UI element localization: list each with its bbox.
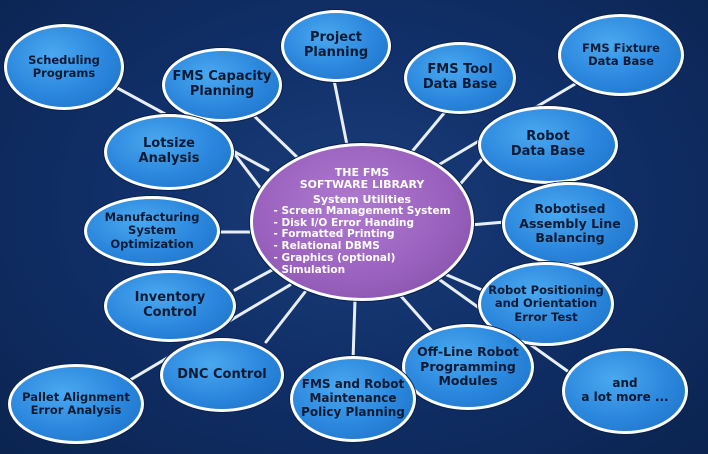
connector-maintenance bbox=[351, 298, 357, 362]
hub-utility-list: Screen Management System Disk I/O Error … bbox=[273, 205, 450, 277]
hub-utility-item: Screen Management System bbox=[273, 205, 450, 218]
hub-utility-item: Relational DBMS bbox=[273, 240, 450, 253]
module-label: FMS and Robot Maintenance Policy Plannin… bbox=[301, 377, 405, 419]
module-label: Robot Data Base bbox=[510, 129, 586, 159]
module-label: Robot Positioning and Orientation Error … bbox=[488, 283, 604, 324]
module-scheduling-programs[interactable]: Scheduling Programs bbox=[4, 24, 124, 110]
module-robot-database[interactable]: Robot Data Base bbox=[478, 106, 618, 184]
module-label: DNC Control bbox=[177, 366, 267, 382]
module-label: Manufacturing System Optimization bbox=[104, 210, 200, 251]
connector-inventory bbox=[233, 268, 274, 292]
module-label: Project Planning bbox=[303, 30, 369, 60]
module-pallet-alignment-error-analysis[interactable]: Pallet Alignment Error Analysis bbox=[8, 364, 144, 444]
module-robotised-assembly-line-balancing[interactable]: Robotised Assembly Line Balancing bbox=[502, 182, 638, 266]
module-inventory-control[interactable]: Inventory Control bbox=[104, 270, 236, 342]
module-project-planning[interactable]: Project Planning bbox=[281, 10, 391, 82]
module-label: Off-Line Robot Programming Modules bbox=[417, 344, 519, 389]
module-and-a-lot-more[interactable]: and a lot more ... bbox=[562, 348, 688, 434]
module-fms-robot-maintenance-policy[interactable]: FMS and Robot Maintenance Policy Plannin… bbox=[290, 356, 416, 442]
hub-subtitle: System Utilities bbox=[312, 192, 412, 206]
module-label: Lotsize Analysis bbox=[138, 136, 200, 166]
hub-utility-item: Simulation bbox=[273, 264, 450, 277]
module-dnc-control[interactable]: DNC Control bbox=[160, 338, 284, 412]
module-label: Pallet Alignment Error Analysis bbox=[22, 389, 130, 417]
module-lotsize-analysis[interactable]: Lotsize Analysis bbox=[104, 114, 234, 190]
module-label: Scheduling Programs bbox=[28, 52, 100, 80]
module-label: FMS Fixture Data Base bbox=[582, 40, 660, 68]
module-fms-capacity-planning[interactable]: FMS Capacity Planning bbox=[162, 48, 282, 122]
hub-title: THE FMS SOFTWARE LIBRARY bbox=[299, 166, 425, 192]
connector-lotsize bbox=[228, 146, 264, 192]
module-label: FMS Tool Data Base bbox=[422, 62, 498, 92]
module-manufacturing-system-optimization[interactable]: Manufacturing System Optimization bbox=[84, 196, 220, 266]
module-label: Robotised Assembly Line Balancing bbox=[519, 201, 621, 246]
fms-software-library-hub[interactable]: THE FMS SOFTWARE LIBRARY System Utilitie… bbox=[250, 143, 474, 301]
hub-utility-item: Formatted Printing bbox=[273, 229, 450, 241]
hub-utility-item: Graphics (optional) bbox=[273, 252, 450, 265]
module-fms-fixture-database[interactable]: FMS Fixture Data Base bbox=[558, 14, 684, 96]
module-offline-robot-programming[interactable]: Off-Line Robot Programming Modules bbox=[402, 324, 534, 410]
hub-utility-item: Disk I/O Error Handing bbox=[273, 217, 450, 230]
connector-assembly-line bbox=[468, 220, 507, 227]
connector-project-planning bbox=[332, 78, 350, 152]
module-label: Inventory Control bbox=[134, 290, 206, 320]
module-fms-tool-database[interactable]: FMS Tool Data Base bbox=[404, 42, 516, 114]
module-label: and a lot more ... bbox=[581, 376, 669, 404]
module-robot-positioning-error-test[interactable]: Robot Positioning and Orientation Error … bbox=[478, 262, 614, 346]
module-label: FMS Capacity Planning bbox=[172, 69, 272, 99]
connector-capacity-planning bbox=[248, 110, 302, 162]
connector-dnc bbox=[264, 290, 307, 344]
